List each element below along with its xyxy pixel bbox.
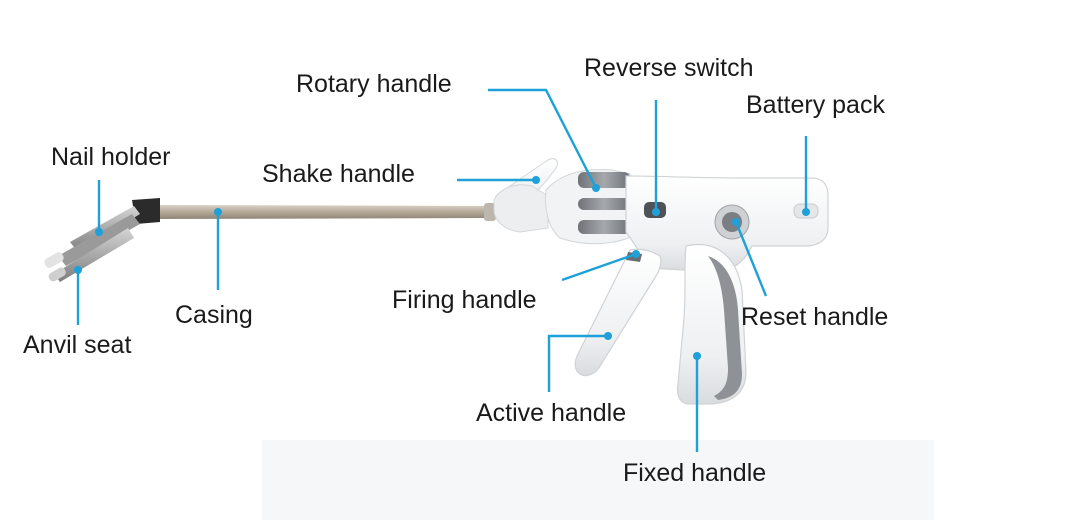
leader-rotary (488, 88, 598, 189)
casing-shaft (150, 203, 496, 221)
label-reset-handle: Reset handle (741, 303, 889, 331)
label-rotary-handle: Rotary handle (296, 70, 452, 98)
jaw-assembly (44, 198, 160, 282)
label-casing: Casing (175, 301, 253, 329)
shake-handle-part (493, 158, 559, 233)
label-nail-holder: Nail holder (51, 143, 171, 171)
label-battery-pack: Battery pack (746, 91, 885, 119)
label-firing-handle: Firing handle (392, 286, 537, 314)
leader-firing (561, 252, 637, 282)
leader-dots (74, 176, 810, 360)
label-active-handle: Active handle (476, 399, 627, 427)
device-body (625, 175, 829, 405)
active-handle-part (574, 248, 662, 377)
label-reverse-switch: Reverse switch (584, 54, 754, 82)
label-shake-handle: Shake handle (262, 160, 415, 188)
leader-active (547, 334, 608, 392)
label-anvil-seat: Anvil seat (23, 331, 132, 359)
backdrop-shadow (262, 440, 934, 520)
label-fixed-handle: Fixed handle (623, 459, 767, 487)
rotary-handle-part (545, 169, 635, 245)
leader-lines (76, 88, 808, 452)
leader-reset (734, 221, 768, 297)
